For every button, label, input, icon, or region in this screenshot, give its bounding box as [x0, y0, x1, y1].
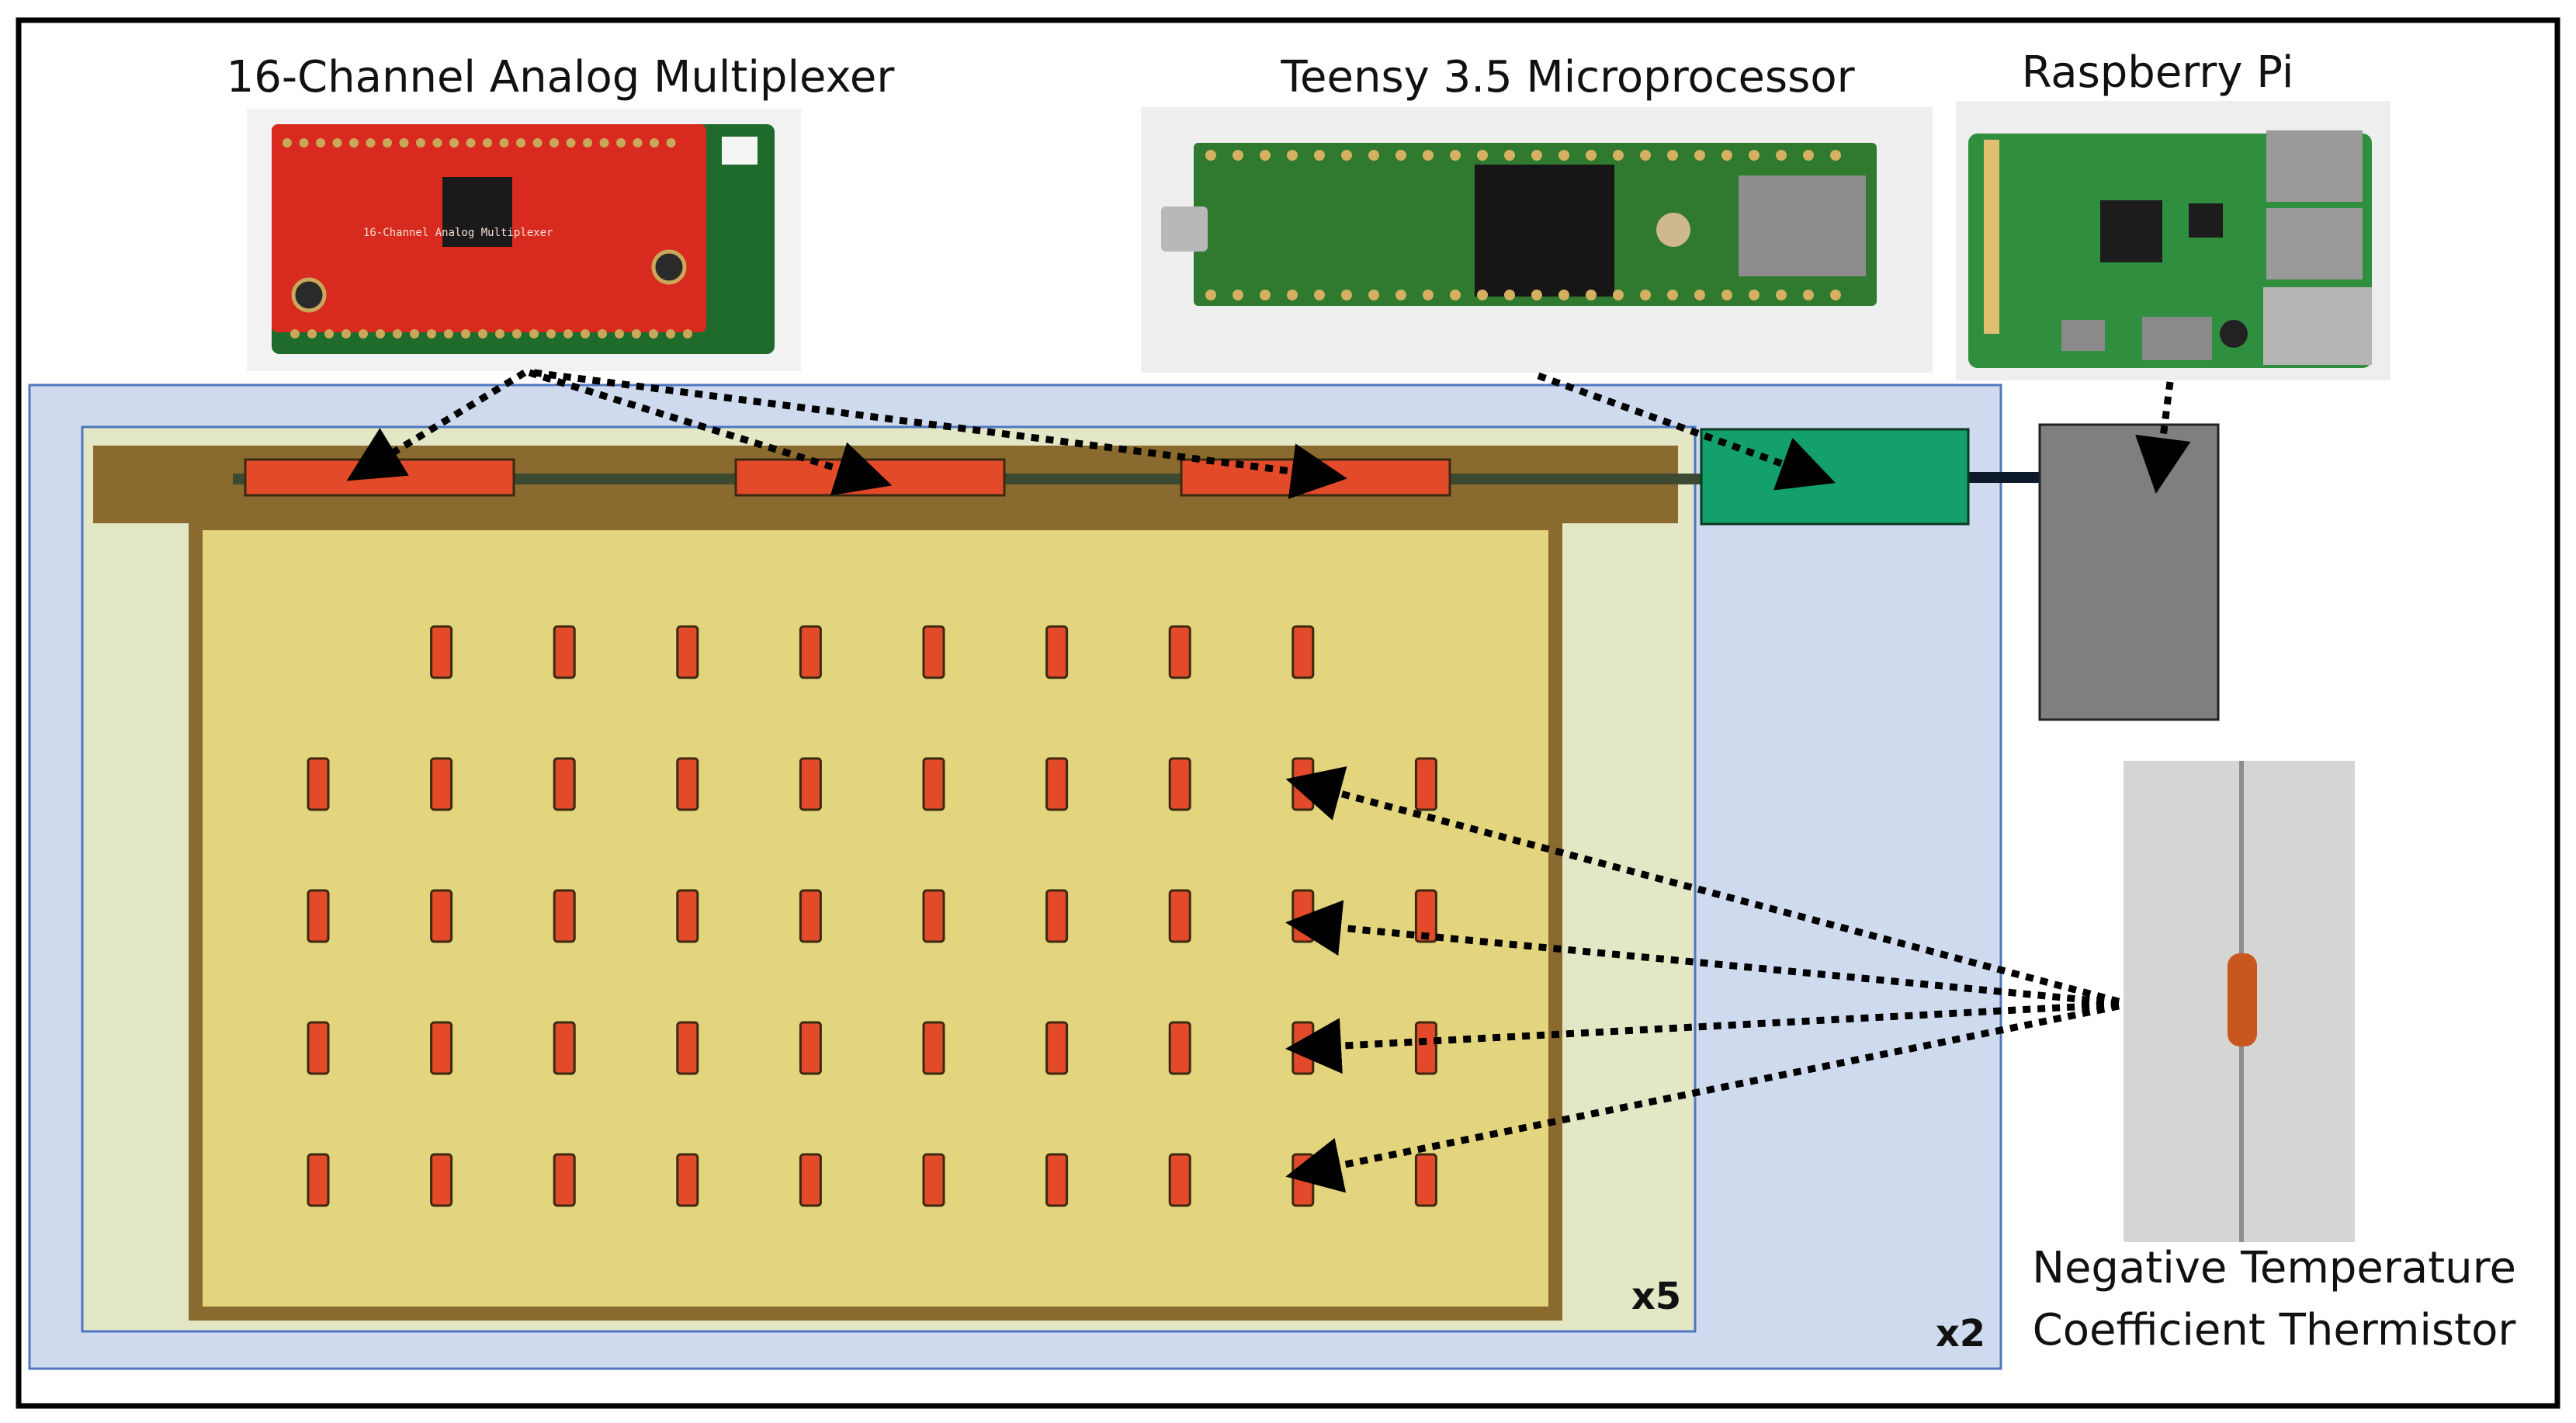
thermistor-sensor — [1168, 1021, 1191, 1075]
arrow-mux-2 — [528, 369, 893, 496]
thermistor-sensor — [430, 1153, 453, 1207]
thermistor-sensor — [553, 757, 576, 811]
thermistor-sensor — [922, 1153, 945, 1207]
teensy-photo — [1141, 107, 1933, 373]
thermistor-sensor — [307, 1153, 330, 1207]
thermistor-sensor — [1045, 1153, 1069, 1207]
thermistor-sensor — [676, 625, 699, 679]
thermistor-sensor — [553, 1153, 576, 1207]
arrow-mux-1 — [346, 370, 527, 481]
thermistor-sensor — [553, 625, 576, 679]
thermistor-sensor — [553, 889, 576, 943]
thermistor-sensor — [430, 625, 453, 679]
thermistor-sensor — [430, 757, 453, 811]
outer-count-label: x2 — [1936, 1312, 1985, 1355]
multiplexer-photo: 16-Channel Analog Multiplexer — [247, 109, 801, 371]
thermistor-sensor — [922, 757, 945, 811]
thermistor-sensor — [1291, 625, 1315, 679]
thermistor-sensor — [676, 889, 699, 943]
arrow-thermistor-2 — [1285, 900, 2120, 1007]
teensy-box — [1700, 428, 1970, 526]
thermistor-sensor — [799, 757, 822, 811]
arrow-thermistor-4 — [1285, 1002, 2120, 1193]
thermistor-sensor — [1414, 757, 1437, 811]
thermistor-sensor — [799, 889, 822, 943]
thermistor-sensor — [799, 625, 822, 679]
thermistor-label-line2: Coefficient Thermistor — [2033, 1305, 2517, 1355]
raspberry-pi-photo — [1956, 101, 2391, 380]
teensy-pi-cable — [1964, 472, 2041, 483]
thermistor-sensor — [676, 1021, 699, 1075]
thermistor-sensor — [1291, 889, 1315, 943]
thermistor-sensor — [1414, 889, 1437, 943]
multiplexer-label: 16-Channel Analog Multiplexer — [227, 52, 896, 102]
thermistor-sensor — [1291, 1153, 1315, 1207]
thermistor-sensor — [799, 1153, 822, 1207]
thermistor-sensor — [799, 1021, 822, 1075]
arrow-mux-3 — [533, 369, 1347, 499]
thermistor-sensor — [1045, 1021, 1069, 1075]
thermistor-sensor — [430, 889, 453, 943]
thermistor-sensor — [1168, 1153, 1191, 1207]
thermistor-label-line1: Negative Temperature — [2032, 1243, 2516, 1293]
thermistor-sensor — [922, 1021, 945, 1075]
thermistor-sensor — [1168, 757, 1191, 811]
sensor-tray — [189, 516, 1562, 1321]
thermistor-sensor — [553, 1021, 576, 1075]
thermistor-sensor — [1414, 1021, 1437, 1075]
arrow-thermistor-3 — [1285, 1001, 2120, 1074]
arrow-teensy — [1537, 372, 1836, 491]
thermistor-sensor — [1045, 757, 1069, 811]
thermistor-sensor — [307, 889, 330, 943]
thermistor-sensor — [1168, 889, 1191, 943]
multiplexer-box — [244, 458, 515, 497]
thermistor-sensor — [307, 757, 330, 811]
thermistor-sensor — [922, 889, 945, 943]
thermistor-sensor — [1414, 1153, 1437, 1207]
thermistor-sensor — [676, 1153, 699, 1207]
thermistor-sensor — [922, 625, 945, 679]
teensy-label: Teensy 3.5 Microprocessor — [1280, 52, 1855, 102]
raspberry-pi-box — [2038, 423, 2220, 721]
thermistor-sensor — [430, 1021, 453, 1075]
arrow-pi — [2135, 381, 2191, 494]
thermistor-sensor — [1168, 625, 1191, 679]
thermistor-sensor — [1045, 625, 1069, 679]
multiplexer-silkscreen: 16-Channel Analog Multiplexer — [363, 227, 553, 239]
thermistor-photo — [2124, 761, 2355, 1242]
thermistor-sensor — [307, 1021, 330, 1075]
raspberry-pi-label: Raspberry Pi — [2022, 47, 2294, 98]
thermistor-sensor — [676, 757, 699, 811]
thermistor-sensor — [1045, 889, 1069, 943]
inner-count-label: x5 — [1631, 1275, 1681, 1318]
